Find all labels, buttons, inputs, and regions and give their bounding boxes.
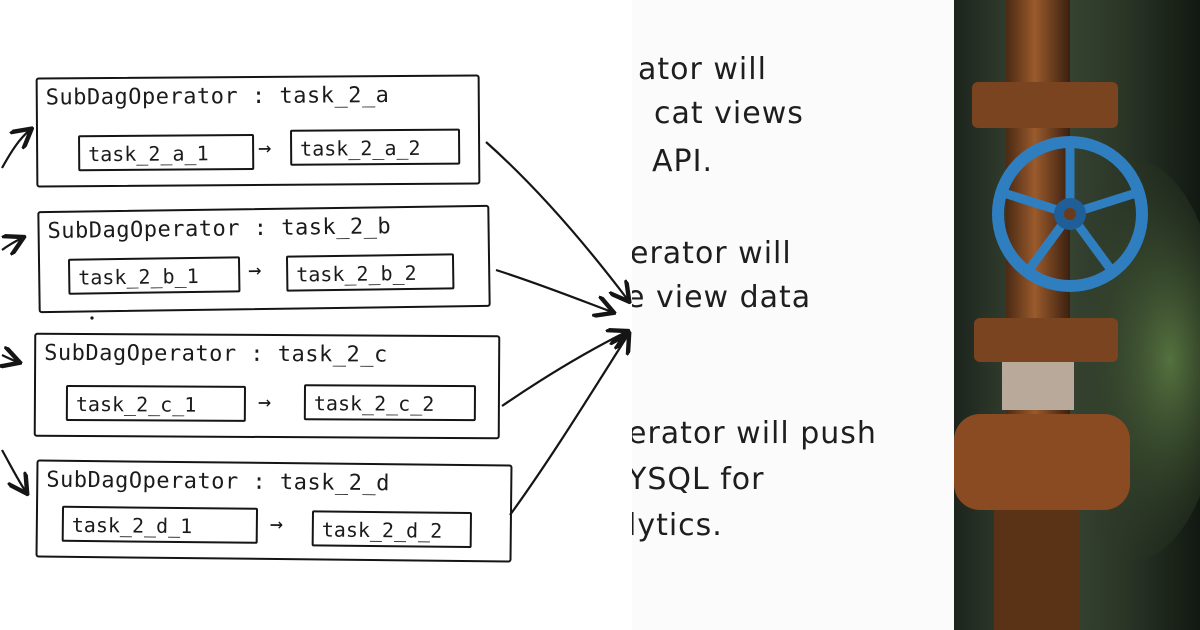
valve-photo: [954, 0, 1200, 630]
collar: [1002, 362, 1074, 410]
task-box-a-1: task_2_a_1: [78, 134, 255, 172]
note-line-6: erator will push: [632, 416, 877, 451]
task-box-d-1: task_2_d_1: [61, 505, 259, 544]
upper-flange: [972, 82, 1118, 128]
subdag-title-b: SubDagOperator : task_2_b: [47, 214, 392, 245]
incoming-arrow-c: [2, 355, 18, 362]
note-line-4: erator will: [632, 236, 792, 271]
incoming-arrow-b: [2, 238, 22, 250]
task-box-a-2: task_2_a_2: [289, 128, 461, 166]
note-line-3: API.: [652, 144, 713, 179]
note-line-8: lytics.: [632, 508, 723, 543]
task-box-c-2: task_2_c_2: [303, 384, 477, 422]
handwritten-notes: ator will cat views API. erator will e v…: [632, 0, 954, 630]
task-box-b-2: task_2_b_2: [285, 253, 455, 292]
note-line-1: ator will: [638, 52, 767, 87]
incoming-arrow-a: [1, 130, 30, 169]
outgoing-arrow-a: [485, 141, 628, 300]
note-line-2: cat views: [654, 96, 804, 131]
subdag-title-d: SubDagOperator : task_2_d: [46, 467, 391, 497]
task-box-d-2: task_2_d_2: [311, 510, 472, 549]
lower-pipe: [994, 510, 1080, 630]
valve-illustration: [954, 0, 1200, 630]
task-box-b-1: task_2_b_1: [67, 256, 241, 295]
subdag-title-a: SubDagOperator : task_2_a: [45, 83, 390, 111]
task-arrow-a: →: [258, 135, 272, 161]
task-box-c-1: task_2_c_1: [65, 384, 247, 422]
note-line-5: e view data: [632, 280, 812, 315]
outgoing-arrow-d: [509, 335, 628, 516]
outgoing-arrow-b: [495, 268, 612, 312]
note-line-7: YSQL for: [632, 462, 765, 497]
task-arrow-d: →: [269, 511, 284, 538]
pipe-body: [954, 414, 1130, 510]
incoming-arrow-d: [1, 449, 26, 492]
subdag-title-c: SubDagOperator : task_2_c: [44, 340, 388, 368]
task-arrow-c: →: [257, 389, 272, 416]
subdag-box-d: SubDagOperator : task_2_d task_2_d_1 → t…: [35, 459, 513, 563]
subdag-diagram: SubDagOperator : task_2_a task_2_a_1 → t…: [0, 0, 632, 563]
task-arrow-b: →: [247, 258, 262, 284]
subdag-box-a: SubDagOperator : task_2_a task_2_a_1 → t…: [35, 74, 481, 188]
subdag-box-b: SubDagOperator : task_2_b task_2_b_1 → t…: [37, 204, 491, 314]
connector-arrows: [0, 0, 632, 516]
subdag-box-c: SubDagOperator : task_2_c task_2_c_1 → t…: [33, 332, 501, 440]
handwheel: [992, 136, 1148, 292]
stray-dot: [90, 316, 94, 320]
lower-flange: [974, 318, 1118, 362]
